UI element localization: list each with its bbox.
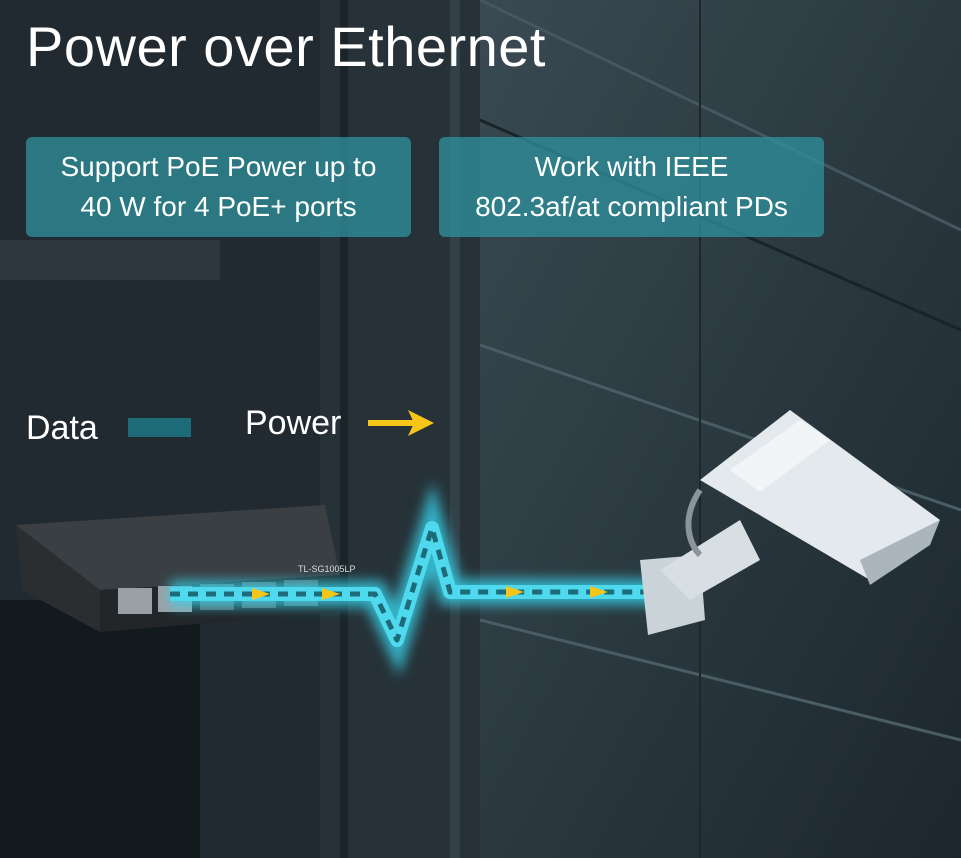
switch-model-label: TL-SG1005LP bbox=[298, 564, 356, 574]
feature-card-poe-budget: Support PoE Power up to 40 W for 4 PoE+ … bbox=[26, 137, 411, 237]
power-arrow-icon bbox=[368, 410, 434, 436]
feature-card-ieee-compliance: Work with IEEE 802.3af/at compliant PDs bbox=[439, 137, 824, 237]
legend-data-label: Data bbox=[26, 409, 98, 447]
security-camera-icon bbox=[640, 410, 940, 635]
feature-card-line: 802.3af/at compliant PDs bbox=[475, 191, 788, 222]
power-arrow-icon bbox=[252, 586, 608, 600]
ethernet-switch-icon: TL-SG1005LP bbox=[16, 505, 356, 632]
page-title: Power over Ethernet bbox=[26, 15, 546, 78]
feature-card-line: Work with IEEE bbox=[534, 151, 729, 182]
feature-card-line: 40 W for 4 PoE+ ports bbox=[80, 191, 357, 222]
legend-data-swatch bbox=[128, 418, 191, 437]
feature-card-line: Support PoE Power up to bbox=[60, 151, 377, 182]
legend-power-label: Power bbox=[245, 404, 342, 442]
legend: Data Power bbox=[0, 400, 961, 460]
